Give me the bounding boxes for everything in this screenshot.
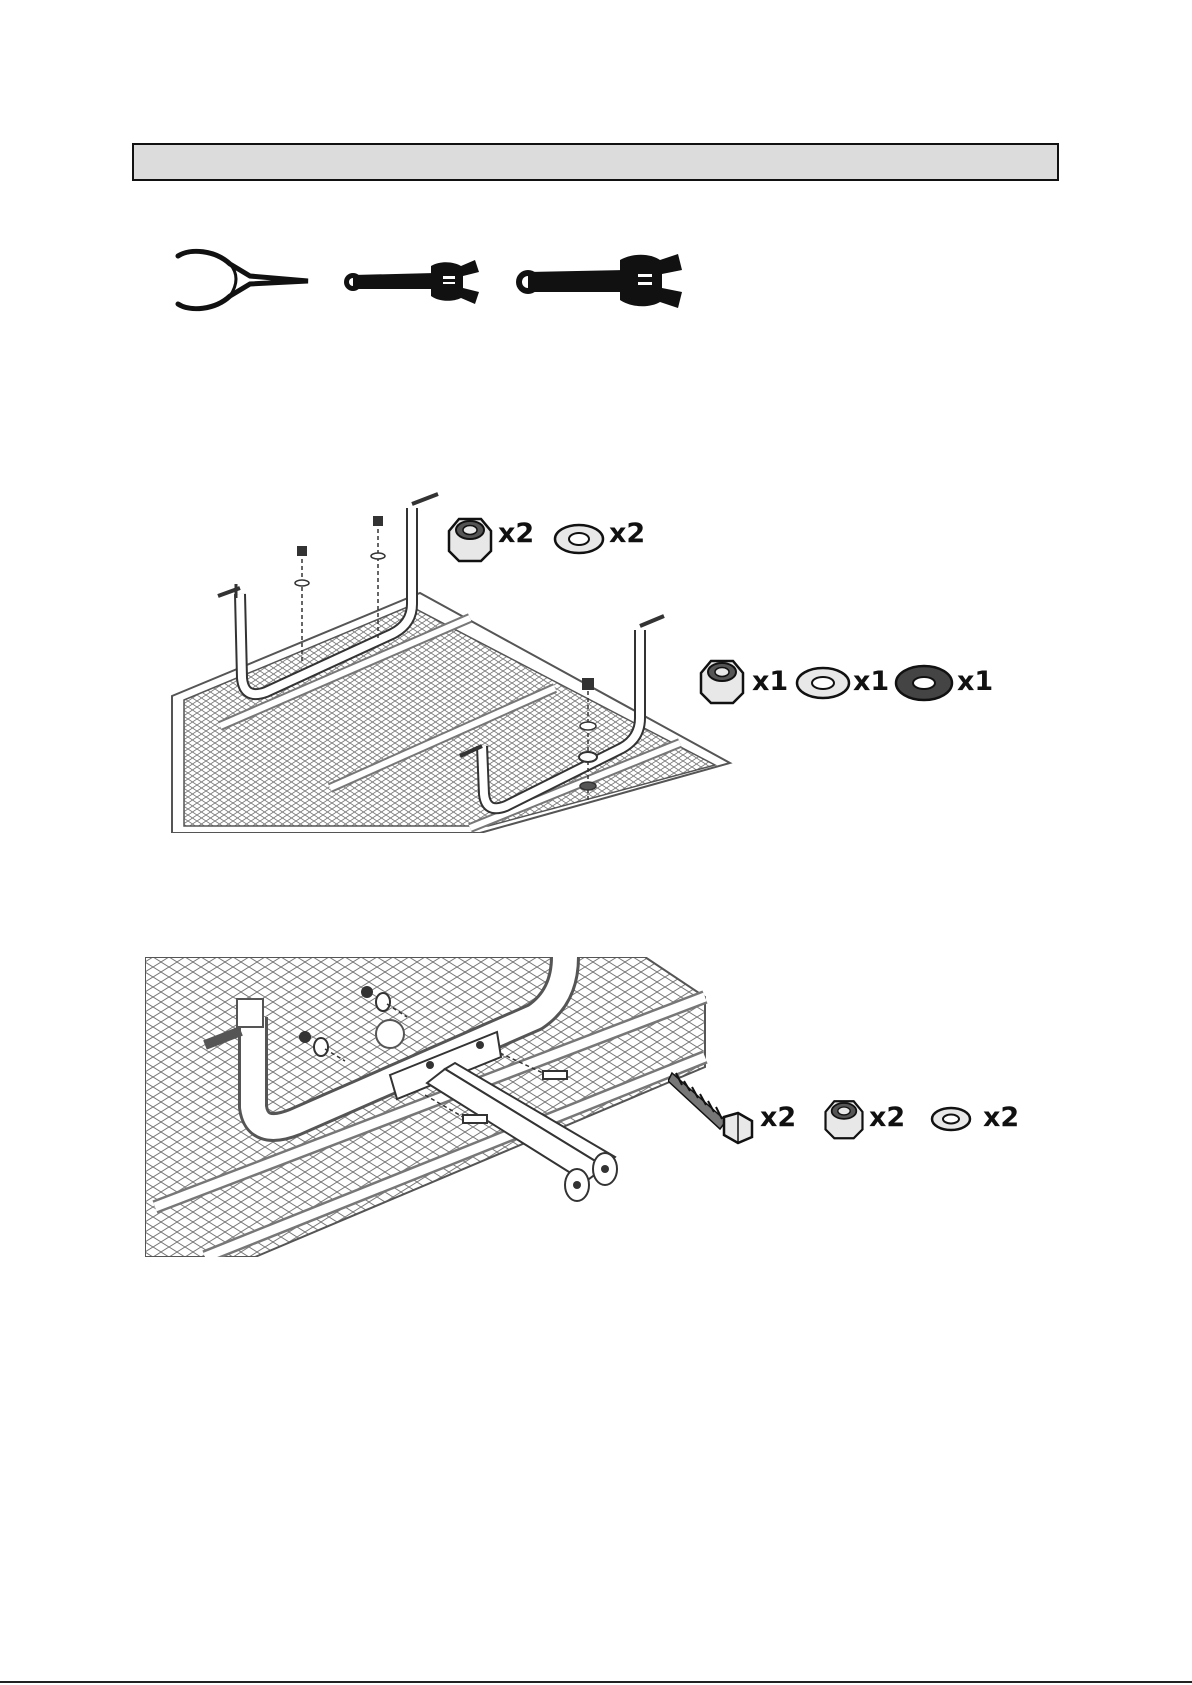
adjustable-wrench-small-icon (343, 258, 481, 304)
step1-a-washer-qty: x2 (609, 518, 645, 549)
rubber-washer-icon (894, 664, 954, 702)
hex-bolt-icon (668, 1065, 760, 1151)
step1-a-nut-qty: x2 (498, 518, 534, 549)
lock-nut-icon (697, 655, 747, 705)
step2-washer-qty: x2 (983, 1102, 1019, 1133)
adjustable-wrench-large-icon (514, 252, 684, 310)
lock-nut-icon (445, 513, 495, 563)
step1-b-nut-qty: x1 (752, 666, 788, 697)
needle-nose-pliers-icon (170, 248, 320, 313)
step1-b-washer-qty: x1 (853, 666, 889, 697)
flat-washer-icon (795, 666, 851, 700)
flat-washer-icon (930, 1106, 972, 1132)
page-bottom-rule (0, 1681, 1192, 1683)
step2-bolt-qty: x2 (760, 1102, 796, 1133)
step2-nut-qty: x2 (869, 1102, 905, 1133)
lock-nut-icon (822, 1096, 866, 1140)
flat-washer-icon (553, 523, 605, 555)
step1-b-rubber-washer-qty: x1 (957, 666, 993, 697)
section-header-bar (132, 143, 1059, 181)
step2-illustration (145, 957, 710, 1257)
